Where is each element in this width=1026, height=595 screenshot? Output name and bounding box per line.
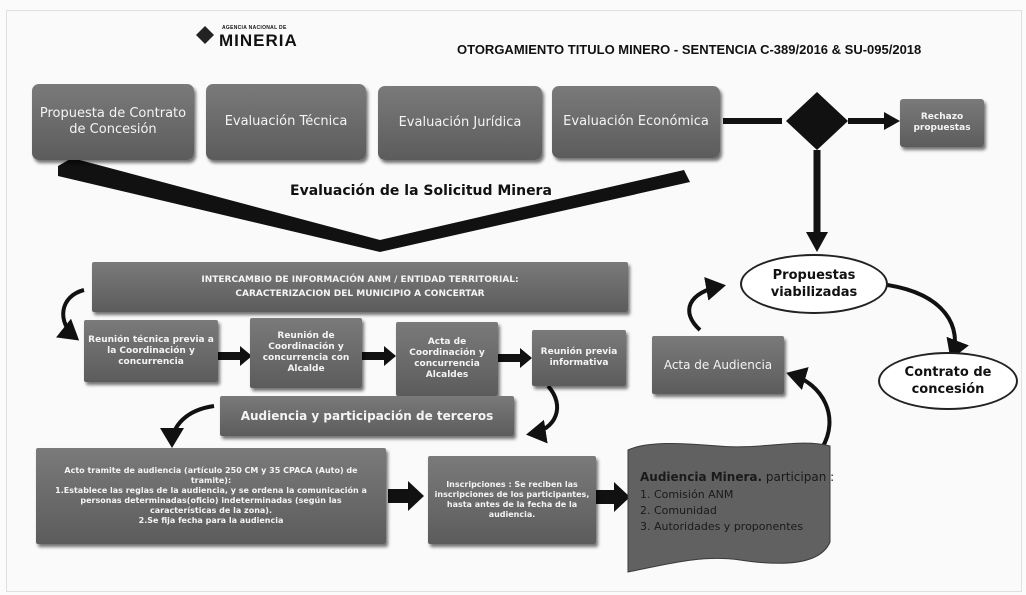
audiencia-minera-content: Audiencia Minera. participan : 1. Comisi… — [640, 470, 834, 535]
evaluation-label: Evaluación de la Solicitud Minera — [290, 183, 552, 199]
curve-propuestas-to-contrato — [879, 282, 969, 360]
logo-agency-text: AGENCIA NACIONAL DE — [222, 25, 287, 31]
oval-propuestas-viabilizadas: Propuestas viabilizadas — [740, 254, 888, 314]
box-acta-coordinacion: Acta de Coordinación y concurrencia Alca… — [396, 322, 498, 396]
acto-tramite-title: Acto tramite de audiencia (artículo 250 … — [64, 466, 358, 485]
audiencia-minera-item-2: 2. Comunidad — [640, 504, 717, 517]
evaluation-chevron — [58, 158, 690, 252]
curve-informativa-to-audiencia — [526, 384, 560, 444]
box-evaluacion-economica: Evaluación Económica — [552, 86, 720, 158]
audiencia-minera-subtitle: participan : — [762, 470, 835, 484]
box-reunion-tecnica: Reunión técnica previa a la Coordinación… — [84, 320, 218, 382]
curve-acta-to-propuestas — [687, 276, 726, 332]
box-intercambio-informacion: INTERCAMBIO DE INFORMACIÓN ANM / ENTIDAD… — [92, 262, 628, 312]
audiencia-minera-item-3: 3. Autoridades y proponentes — [640, 520, 804, 533]
arrow-head-propuestas — [806, 232, 828, 252]
acto-tramite-item-1: 1.Establece las reglas de la audiencia, … — [55, 486, 367, 515]
arrow-inscripciones-to-minera — [596, 482, 630, 512]
audiencia-minera-item-1: 1. Comisión ANM — [640, 488, 734, 501]
curve-exchange-to-meetings — [56, 288, 85, 341]
box-reunion-informativa: Reunión previa informativa — [532, 330, 626, 386]
box-acto-tramite: Acto tramite de audiencia (artículo 250 … — [36, 448, 386, 544]
acto-tramite-item-2: 2.Se fija fecha para la audiencia — [138, 516, 284, 525]
box-evaluacion-juridica: Evaluación Jurídica — [378, 86, 542, 160]
decision-diamond — [786, 92, 848, 150]
audiencia-minera-title: Audiencia Minera. — [640, 470, 763, 484]
box-propuesta-contrato: Propuesta de Contrato de Concesión — [32, 84, 194, 160]
intercambio-line-1: INTERCAMBIO DE INFORMACIÓN ANM / ENTIDAD… — [201, 275, 519, 285]
oval-contrato-concesion: Contrato de concesión — [878, 352, 1018, 410]
curve-audiencia-to-acto — [160, 404, 215, 448]
box-inscripciones: Inscripciones : Se reciben las inscripci… — [428, 456, 596, 544]
box-audiencia-participacion: Audiencia y participación de terceros — [220, 396, 514, 436]
arrow-meeting-3-4 — [496, 348, 532, 368]
curve-minera-to-acta — [786, 367, 832, 450]
box-acta-audiencia: Acta de Audiencia — [652, 336, 784, 394]
box-rechazo-propuestas: Rechazo propuestas — [900, 99, 984, 147]
arrow-acto-to-inscripciones — [388, 481, 424, 511]
box-evaluacion-tecnica: Evaluación Técnica — [206, 84, 366, 160]
box-reunion-coordinacion: Reunión de Coordinación y concurrencia c… — [250, 318, 362, 388]
arrow-meeting-1-2 — [218, 346, 252, 366]
logo-diamond-icon — [196, 26, 214, 44]
intercambio-line-2: CARACTERIZACION DEL MUNICIPIO A CONCERTA… — [235, 289, 485, 299]
arrow-meeting-2-3 — [360, 346, 396, 366]
audiencia-minera-shape — [627, 442, 831, 573]
page-title: OTORGAMIENTO TITULO MINERO - SENTENCIA C… — [457, 42, 922, 57]
arrow-head-rechazo — [884, 112, 900, 130]
logo-name: MINERIA — [219, 31, 298, 50]
